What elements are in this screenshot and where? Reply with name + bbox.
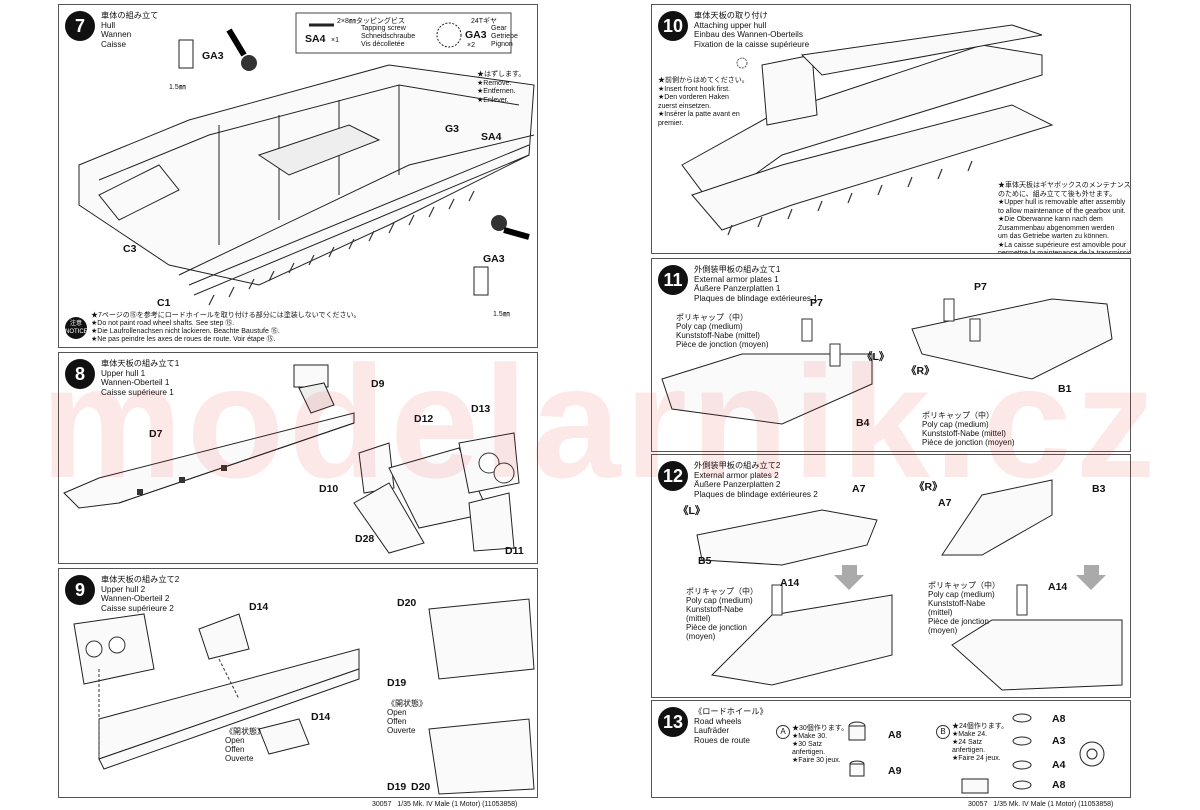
hull-drawing: [78, 12, 535, 306]
label-a7-b: A7: [938, 497, 952, 509]
label-l: 《L》: [678, 505, 706, 517]
label-d9: D9: [371, 378, 385, 390]
armor-plates-2-drawing: [696, 479, 1123, 691]
label-d19-b: D19: [387, 781, 407, 793]
hook-note: ★前側からはめてください。 ★Insert front hook first. …: [658, 77, 749, 127]
sa4-part: SA4: [305, 33, 326, 45]
open-note-b: 《開状態》 Open Offen Ouverte: [387, 699, 427, 735]
step-12-panel: 12 外側装甲板の組み立て2 External armor plates 2 Ä…: [651, 454, 1131, 698]
label-ga3-right: GA3: [483, 253, 505, 265]
label-a8-b: A8: [1052, 713, 1066, 725]
label-a7-a: A7: [852, 483, 866, 495]
label-sa4: SA4: [481, 131, 502, 143]
label-r: 《R》: [906, 365, 935, 377]
armor-plates-1-drawing: [661, 298, 1113, 425]
label-d19-a: D19: [387, 677, 407, 689]
label-p7-a: P7: [810, 297, 823, 309]
step-10-panel: 10 車体天板の取り付け Attaching upper hull Einbau…: [651, 4, 1131, 254]
label-b1: B1: [1058, 383, 1072, 395]
label-a4: A4: [1052, 759, 1066, 771]
step-title: 車体天板の組み立て1 Upper hull 1 Wannen-Oberteil …: [101, 359, 180, 397]
ga3-qty: ×2: [467, 42, 475, 49]
label-a14-b: A14: [1048, 581, 1068, 593]
removable-note: ★車体天板はギヤボックスのメンテナンス のために、組み立てて後も外せます。 ★U…: [998, 182, 1131, 254]
upper-hull-2-drawing: [73, 598, 535, 795]
ga3-names: Gear Getriebe Pignon: [491, 25, 518, 48]
label-d7: D7: [149, 428, 163, 440]
road-wheels-drawing: [848, 713, 1105, 794]
label-d11: D11: [505, 545, 524, 557]
label-d13: D13: [471, 403, 491, 415]
step-9-panel: 9 車体天板の組み立て2 Upper hull 2 Wannen-Obertei…: [58, 568, 538, 798]
step-number: 12: [658, 461, 688, 491]
label-d12: D12: [414, 413, 434, 425]
step-number: 9: [65, 575, 95, 605]
label-l: 《L》: [862, 351, 890, 363]
label-d20-a: D20: [397, 597, 417, 609]
polycap-note-r: ポリキャップ（中） Poly cap (medium) Kunststoff-N…: [928, 581, 1000, 635]
step-title: 外側装甲板の組み立て2 External armor plates 2 Äuße…: [694, 461, 818, 499]
dim-1: 1.5㎜: [169, 84, 186, 91]
label-a9: A9: [888, 765, 902, 777]
step-title: 車体天板の取り付け Attaching upper hull Einbau de…: [694, 11, 810, 49]
label-d10: D10: [319, 483, 339, 495]
ga3-desc: 24Tギヤ: [471, 18, 498, 25]
variant-b-mark: B: [936, 725, 950, 739]
ga3-part: GA3: [465, 29, 487, 41]
step-number: 13: [658, 707, 688, 737]
label-b4: B4: [856, 417, 870, 429]
sa4-names: Tapping screw Schneidschraube Vis décoll…: [361, 25, 416, 48]
step-11-panel: 11 外側装甲板の組み立て1 External armor plates 1 Ä…: [651, 258, 1131, 452]
polycap-note-r: ポリキャップ（中） Poly cap (medium) Kunststoff-N…: [922, 411, 1015, 447]
footer-left: 30057 1/35 Mk. IV Male (1 Motor) (110538…: [372, 801, 518, 808]
label-g3: G3: [445, 123, 460, 135]
variant-a-note: ★30個作ります。 ★Make 30. ★30 Satz anfertigen.…: [792, 725, 849, 764]
label-a3: A3: [1052, 735, 1066, 747]
step-8-panel: 8 車体天板の組み立て1 Upper hull 1 Wannen-Obertei…: [58, 352, 538, 564]
step-number: 7: [65, 11, 95, 41]
label-d14-b: D14: [311, 711, 331, 723]
polycap-note-l: ポリキャップ（中） Poly cap (medium) Kunststoff-N…: [686, 587, 758, 641]
label-d28: D28: [355, 533, 375, 545]
label-p7-b: P7: [974, 281, 987, 293]
label-a8-a: A8: [888, 729, 902, 741]
step-title: 車体の組み立て Hull Wannen Caisse: [101, 11, 159, 49]
label-ga3-top: GA3: [202, 50, 224, 62]
gear-icon: [241, 55, 507, 231]
step-7-panel: 7 車体の組み立て Hull Wannen Caisse 2×8㎜タッピン: [58, 4, 538, 348]
sa4-qty: ×1: [331, 37, 339, 44]
label-d20-b: D20: [411, 781, 431, 793]
sa4-desc: 2×8㎜タッピングビス: [337, 18, 405, 25]
label-c1: C1: [157, 297, 171, 309]
remove-note: ★はずします。 ★Remove. ★Entfernen. ★Enlever.: [477, 71, 526, 104]
label-a14-a: A14: [780, 577, 800, 589]
upper-hull-1-drawing: [63, 364, 520, 554]
variant-b-note: ★24個作ります。 ★Make 24. ★24 Satz anfertigen.…: [952, 723, 1009, 762]
label-b3: B3: [1092, 483, 1106, 495]
notice-badge: 注意 NOTICE: [65, 317, 88, 339]
open-note-a: 《開状態》 Open Offen Ouverte: [225, 727, 265, 763]
footer-right: 30057 1/35 Mk. IV Male (1 Motor) (110538…: [968, 801, 1114, 808]
label-r: 《R》: [914, 481, 943, 493]
label-a8-c: A8: [1052, 779, 1066, 791]
notice-text: ★7ページの⑮を参考にロードホイールを取り付ける部分には塗装しないでください。 …: [91, 312, 361, 343]
step-number: 8: [65, 359, 95, 389]
step-title: 外側装甲板の組み立て1 External armor plates 1 Äuße…: [694, 265, 818, 303]
variant-a-mark: A: [776, 725, 790, 739]
label-c3: C3: [123, 243, 137, 255]
step-number: 11: [658, 265, 688, 295]
attach-upper-hull-drawing: [681, 24, 1054, 236]
label-d14-a: D14: [249, 601, 269, 613]
step-title: 《ロードホイール》 Road wheels Laufräder Roues de…: [694, 707, 768, 745]
dim-2: 1.5㎜: [493, 311, 510, 318]
step-number: 10: [658, 11, 688, 41]
step-13-panel: 13 《ロードホイール》 Road wheels Laufräder Roues…: [651, 700, 1131, 798]
step-title: 車体天板の組み立て2 Upper hull 2 Wannen-Oberteil …: [101, 575, 180, 613]
polycap-note: ポリキャップ（中） Poly cap (medium) Kunststoff-N…: [676, 313, 769, 349]
label-b5: B5: [698, 555, 712, 567]
